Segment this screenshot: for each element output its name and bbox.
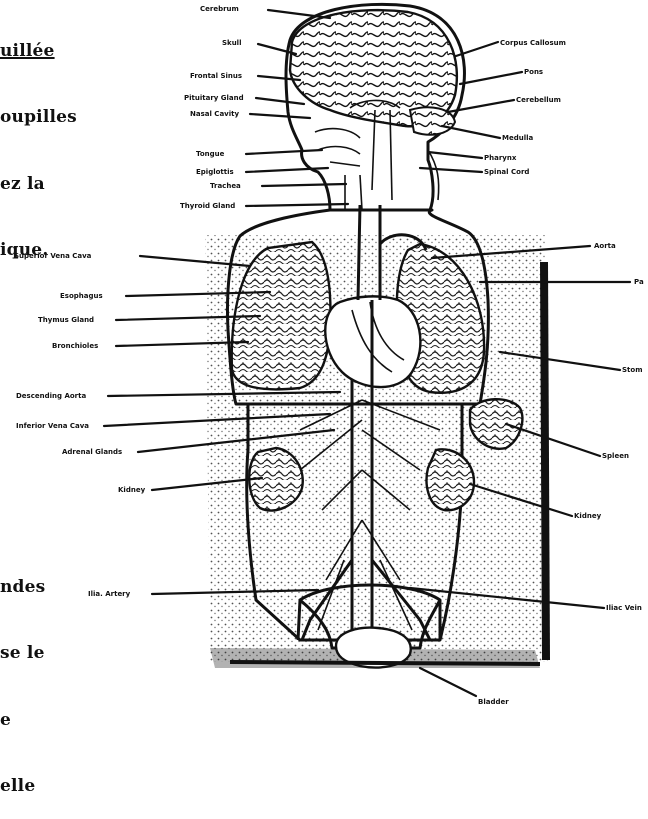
label-pa: Pa	[634, 278, 644, 286]
label-pons: Pons	[524, 68, 543, 76]
label-kidney-right: Kidney	[574, 512, 602, 520]
label-pituitary-gland: Pituitary Gland	[184, 94, 244, 102]
label-medulla: Medulla	[502, 134, 534, 142]
label-epiglottis: Epiglottis	[196, 168, 234, 176]
label-trachea: Trachea	[210, 182, 241, 190]
label-frontal-sinus: Frontal Sinus	[190, 72, 242, 80]
label-nasal-cavity: Nasal Cavity	[190, 110, 239, 118]
label-pharynx: Pharynx	[484, 154, 517, 162]
label-spinal-cord: Spinal Cord	[484, 168, 529, 176]
text-line: e	[0, 709, 45, 731]
label-skull: Skull	[222, 39, 241, 47]
label-descending-aorta: Descending Aorta	[16, 392, 86, 400]
label-iliac-vein: Iliac Vein	[606, 604, 642, 612]
label-superior-vena-cava: Superior Vena Cava	[14, 252, 92, 260]
label-cerebellum: Cerebellum	[516, 96, 561, 104]
label-spleen: Spleen	[602, 452, 629, 460]
label-stomach: Stom	[622, 366, 643, 374]
label-inferior-vena-cava: Inferior Vena Cava	[16, 422, 89, 430]
label-thymus-gland: Thymus Gland	[38, 316, 94, 324]
text-line: elle	[0, 775, 45, 797]
label-tongue: Tongue	[196, 150, 225, 158]
head	[286, 4, 464, 210]
label-thyroid-gland: Thyroid Gland	[180, 202, 235, 210]
label-cerebrum: Cerebrum	[200, 5, 239, 13]
label-aorta: Aorta	[594, 242, 616, 250]
label-corpus-callosum: Corpus Callosum	[500, 39, 566, 47]
label-iliac-artery: Ilia. Artery	[88, 590, 131, 598]
label-bladder: Bladder	[478, 698, 509, 706]
label-bronchiole: Bronchioles	[52, 342, 98, 350]
label-esophagus: Esophagus	[60, 292, 103, 300]
label-kidney-left: Kidney	[118, 486, 146, 494]
anatomy-diagram: Cerebrum Skull Corpus Callosum Frontal S…	[0, 0, 648, 711]
label-adrenal-glands: Adrenal Glands	[62, 448, 122, 456]
